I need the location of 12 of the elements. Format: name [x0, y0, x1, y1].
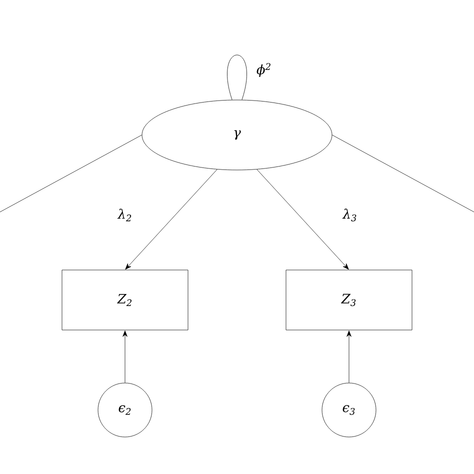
observed-box: Z$_{2}$	[62, 270, 188, 330]
arrow	[125, 169, 218, 270]
line	[332, 134, 474, 212]
self-loop	[227, 54, 247, 100]
observed-box: Z$_{3}$	[286, 270, 412, 330]
arrow	[346, 330, 352, 383]
arrow	[256, 169, 349, 270]
line	[0, 134, 142, 212]
arrow	[122, 330, 128, 383]
edge-label: ϕ$^{2}$	[256, 63, 270, 77]
edge-label: λ$_{3}$	[342, 208, 356, 222]
edge-label: λ$_{2}$	[117, 208, 132, 222]
